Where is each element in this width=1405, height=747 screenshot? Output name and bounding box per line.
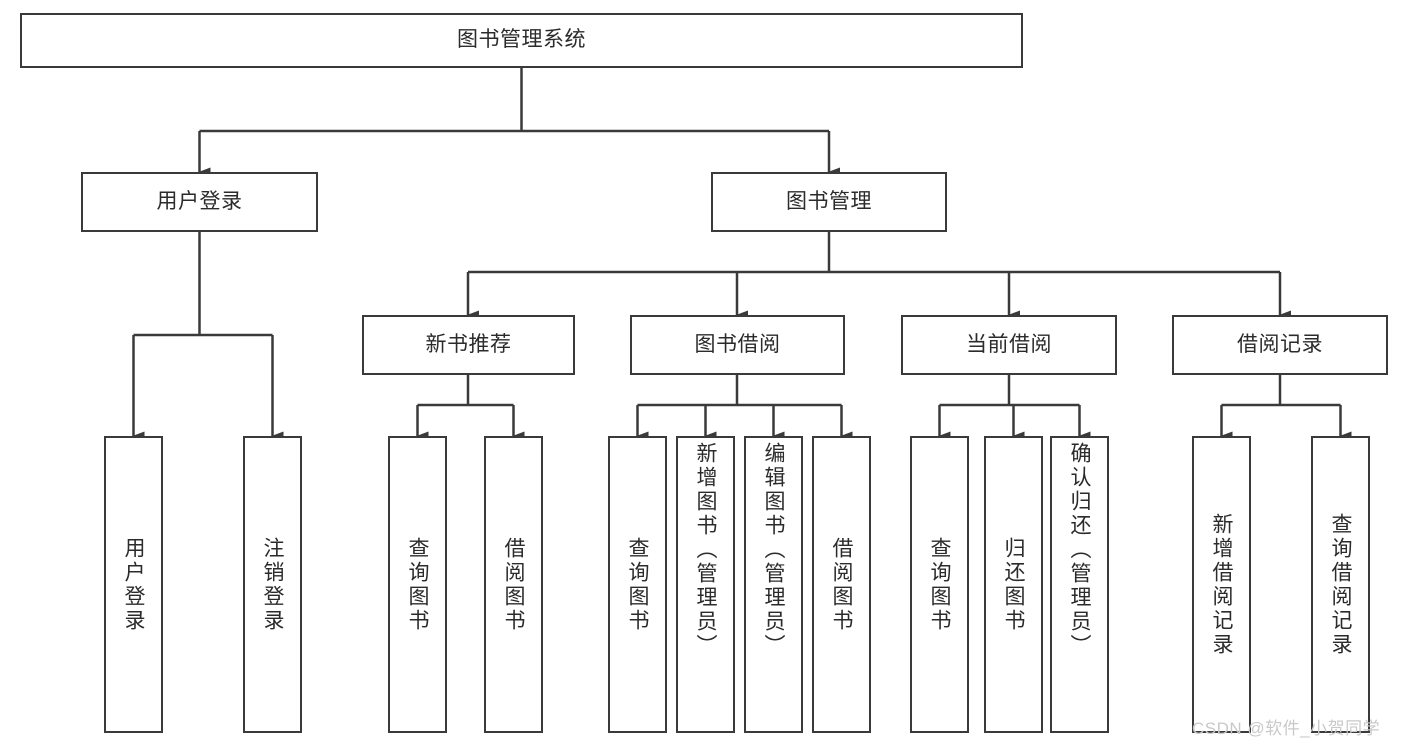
node-leaf-edit-book-admin[interactable]: 编辑图书（管理员）: [744, 436, 803, 733]
node-leaf-return-book[interactable]: 归还图书: [984, 436, 1043, 733]
node-leaf-confirm-return-admin-label: 确认归还（管理员）: [1068, 442, 1091, 658]
node-leaf-add-book-admin[interactable]: 新增图书（管理员）: [676, 436, 735, 733]
node-leaf-confirm-return-admin[interactable]: 确认归还（管理员）: [1050, 436, 1109, 733]
node-leaf-return-book-label: 归还图书: [1002, 536, 1025, 633]
node-leaf-query-book-rec[interactable]: 查询图书: [388, 436, 447, 733]
node-book-borrow-label: 图书借阅: [694, 332, 781, 356]
node-leaf-logout[interactable]: 注销登录: [243, 436, 302, 733]
node-root[interactable]: 图书管理系统: [20, 13, 1023, 68]
node-new-book-rec-label: 新书推荐: [425, 332, 512, 356]
node-user-login[interactable]: 用户登录: [81, 172, 318, 232]
node-leaf-add-book-admin-label: 新增图书（管理员）: [694, 442, 717, 658]
node-leaf-query-borrow-record[interactable]: 查询借阅记录: [1311, 436, 1370, 733]
node-leaf-borrow-book-rec-label: 借阅图书: [502, 536, 525, 633]
node-current-borrow[interactable]: 当前借阅: [901, 315, 1117, 375]
node-book-borrow[interactable]: 图书借阅: [630, 315, 845, 375]
node-book-manage-label: 图书管理: [786, 189, 872, 213]
node-user-login-label: 用户登录: [156, 189, 243, 213]
node-leaf-user-login-label: 用户登录: [122, 536, 145, 633]
node-root-label: 图书管理系统: [457, 28, 586, 52]
node-leaf-borrow-book[interactable]: 借阅图书: [812, 436, 871, 733]
node-leaf-user-login[interactable]: 用户登录: [104, 436, 163, 733]
node-borrow-record-label: 借阅记录: [1237, 332, 1323, 356]
node-leaf-borrow-book-label: 借阅图书: [830, 536, 853, 633]
node-leaf-edit-book-admin-label: 编辑图书（管理员）: [762, 442, 785, 658]
node-leaf-query-book-current-label: 查询图书: [928, 536, 951, 633]
node-leaf-query-book-rec-label: 查询图书: [406, 536, 429, 633]
node-book-manage[interactable]: 图书管理: [711, 172, 947, 232]
node-leaf-query-book-current[interactable]: 查询图书: [910, 436, 969, 733]
node-leaf-query-borrow-record-label: 查询借阅记录: [1329, 512, 1352, 657]
node-new-book-rec[interactable]: 新书推荐: [362, 315, 575, 375]
node-leaf-logout-label: 注销登录: [261, 536, 284, 633]
node-leaf-borrow-book-rec[interactable]: 借阅图书: [484, 436, 543, 733]
node-borrow-record[interactable]: 借阅记录: [1172, 315, 1388, 375]
node-leaf-query-book-borrow-label: 查询图书: [626, 536, 649, 633]
node-leaf-add-borrow-record-label: 新增借阅记录: [1210, 512, 1233, 657]
node-leaf-add-borrow-record[interactable]: 新增借阅记录: [1192, 436, 1251, 733]
node-current-borrow-label: 当前借阅: [966, 332, 1052, 356]
node-leaf-query-book-borrow[interactable]: 查询图书: [608, 436, 667, 733]
